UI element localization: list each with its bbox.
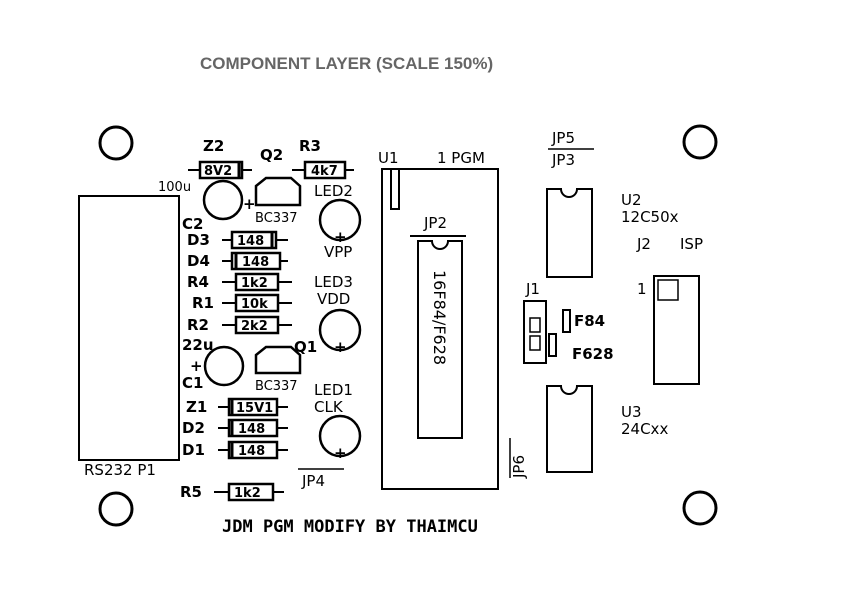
j1-f84-pad <box>562 309 571 333</box>
u2-part: 12C50x <box>621 208 679 226</box>
c1-polarity: + <box>190 357 203 375</box>
c1-capacitor-body <box>203 345 245 387</box>
r2-body <box>234 315 280 335</box>
u1-pin1-label: 1 PGM <box>437 149 485 167</box>
q2-transistor-body <box>254 176 302 207</box>
r5-value: 1k2 <box>234 486 261 501</box>
d4-ref: D4 <box>187 252 210 270</box>
jp4-ref: JP4 <box>301 472 325 490</box>
u3-chip-body <box>546 385 593 473</box>
j2-pin1-marker <box>657 279 679 301</box>
d1-ref: D1 <box>182 441 205 459</box>
rs232-connector-outline <box>78 195 180 461</box>
q1-ref: Q1 <box>294 338 317 356</box>
r3-value: 4k7 <box>311 164 338 179</box>
r1-value: 10k <box>241 297 268 312</box>
r4-value: 1k2 <box>241 276 268 291</box>
d4-value: 148 <box>242 255 269 270</box>
mounting-hole-top-left <box>98 125 134 161</box>
z2-value: 8V2 <box>204 164 232 179</box>
jp3-ref: JP3 <box>551 151 575 169</box>
j2-ref: J2 <box>636 235 651 253</box>
page-title: COMPONENT LAYER (SCALE 150%) <box>200 54 493 73</box>
r3-body <box>303 160 347 180</box>
d1-value: 148 <box>238 444 265 459</box>
u2-ref: U2 <box>621 191 642 209</box>
u1-pin1-marker <box>390 168 400 210</box>
led2-ref: LED2 <box>314 182 353 200</box>
led1-body <box>318 414 362 458</box>
q1-transistor-body <box>254 345 302 375</box>
j1-f84-label: F84 <box>574 312 605 330</box>
z1-ref: Z1 <box>186 398 207 416</box>
j1-f628-pad <box>548 333 557 357</box>
led1-name: CLK <box>314 398 344 416</box>
r2-ref: R2 <box>187 316 209 334</box>
j1-f628-label: F628 <box>572 345 614 363</box>
jp2-chip-label: 16F84/F628 <box>430 270 449 365</box>
jp2-chip-body <box>417 240 463 439</box>
r2-value: 2k2 <box>241 319 268 334</box>
j1-header <box>523 300 547 364</box>
led3-body <box>318 308 362 352</box>
z2-ref: Z2 <box>203 137 224 155</box>
u3-ref: U3 <box>621 403 642 421</box>
j2-name: ISP <box>680 235 703 253</box>
q2-ref: Q2 <box>260 146 283 164</box>
d1-body <box>227 440 279 460</box>
j2-pin1-label: 1 <box>637 280 647 298</box>
r1-body <box>234 293 280 313</box>
j2-connector-outline <box>653 275 700 385</box>
r4-body <box>234 272 280 292</box>
q2-part: BC337 <box>255 211 298 226</box>
d4-body <box>230 251 282 271</box>
c2-capacitor-body <box>202 179 244 221</box>
j1-pin-1 <box>529 317 541 333</box>
led1-polarity: + <box>334 444 347 462</box>
rs232-label: RS232 P1 <box>84 461 156 479</box>
q1-part: BC337 <box>255 379 298 394</box>
jp5-ref: JP5 <box>551 129 575 147</box>
r3-ref: R3 <box>299 137 321 155</box>
z1-body <box>227 397 279 417</box>
u3-part: 24Cxx <box>621 420 668 438</box>
led2-name: VPP <box>324 243 352 261</box>
led2-body <box>318 198 362 242</box>
c2-value: 100u <box>158 180 191 195</box>
d2-value: 148 <box>238 422 265 437</box>
r5-ref: R5 <box>180 483 202 501</box>
c2-ref: C2 <box>182 215 203 233</box>
led2-polarity: + <box>334 228 347 246</box>
j1-pin-2 <box>529 335 541 351</box>
led1-ref: LED1 <box>314 381 353 399</box>
jp2-ref: JP2 <box>423 214 447 232</box>
r4-ref: R4 <box>187 273 209 291</box>
u1-ref: U1 <box>378 149 399 167</box>
mounting-hole-bottom-left <box>98 491 134 527</box>
d2-ref: D2 <box>182 419 205 437</box>
board-footer-label: JDM PGM MODIFY BY THAIMCU <box>222 517 478 537</box>
c1-value: 22u <box>182 336 214 354</box>
led3-polarity: + <box>334 338 347 356</box>
d2-body <box>227 418 279 438</box>
j1-ref: J1 <box>525 280 540 298</box>
led3-name: VDD <box>317 290 350 308</box>
d3-body <box>230 230 278 250</box>
r5-body <box>227 482 275 502</box>
mounting-hole-bottom-right <box>682 490 718 526</box>
u2-chip-body <box>546 188 593 278</box>
mounting-hole-top-right <box>682 124 718 160</box>
c2-polarity: + <box>243 195 256 213</box>
led3-ref: LED3 <box>314 273 353 291</box>
c1-ref: C1 <box>182 374 203 392</box>
r1-ref: R1 <box>192 294 214 312</box>
d3-ref: D3 <box>187 231 210 249</box>
d3-value: 148 <box>237 234 264 249</box>
jp6-ref: JP6 <box>510 455 528 479</box>
z1-value: 15V1 <box>236 401 273 416</box>
z2-body <box>198 160 244 180</box>
u1-socket-outline <box>381 168 499 490</box>
